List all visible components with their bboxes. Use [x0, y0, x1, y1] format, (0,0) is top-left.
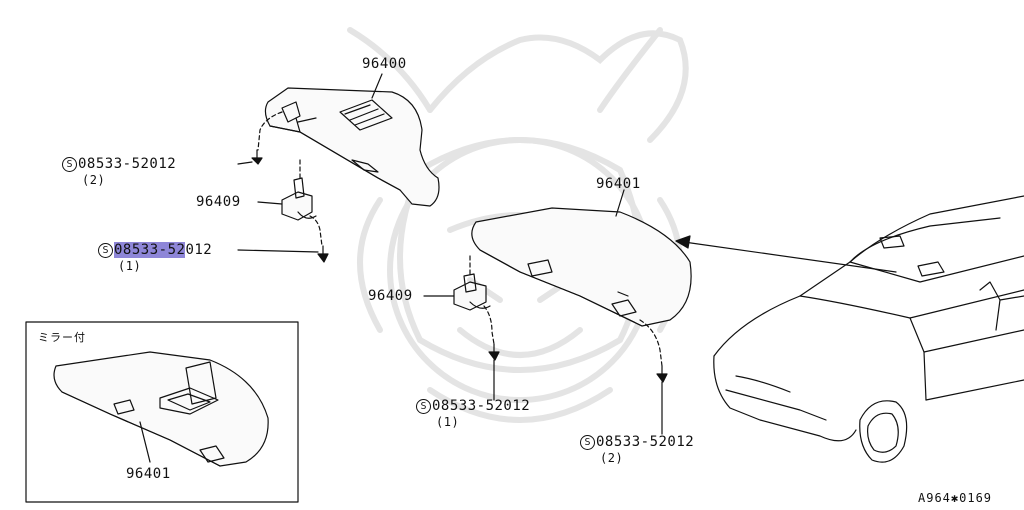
standard-part-s-icon: S — [98, 243, 113, 258]
reference-code: A964✱0169 — [918, 491, 993, 505]
sun-visor-upper — [264, 87, 440, 207]
standard-part-s-icon: S — [62, 157, 77, 172]
part-label-inset-96401: 96401 — [126, 466, 171, 482]
inset-title: ミラー付 — [38, 331, 86, 344]
leader-96400 — [371, 73, 383, 99]
location-arrow — [683, 241, 897, 273]
screw-qty-1: (2) — [82, 173, 106, 187]
location-arrowhead — [675, 235, 691, 249]
screw-3 — [488, 343, 500, 361]
dash-screw-1 — [257, 111, 283, 151]
leader-inset-96401 — [139, 421, 151, 463]
dash-screw-3 — [483, 305, 495, 345]
part-label-96409-right: 96409 — [368, 288, 413, 304]
screw-part-number-rest: 012 — [185, 242, 213, 258]
part-label-96400: 96400 — [362, 56, 407, 72]
screw-part-number: 08533-52012 — [596, 434, 695, 450]
leader-screw-2 — [237, 249, 319, 253]
screw-qty-4: (2) — [600, 451, 624, 465]
dash-screw-2 — [309, 215, 323, 247]
screw-4 — [656, 365, 668, 383]
sun-visor-with-mirror — [53, 351, 269, 467]
part-label-96401: 96401 — [596, 176, 641, 192]
standard-part-s-icon: S — [580, 435, 595, 450]
inset-frame — [25, 321, 299, 503]
leader-screw-1 — [237, 161, 253, 165]
screw-1 — [251, 149, 263, 165]
screw-qty-3: (1) — [436, 415, 460, 429]
dash-screw-4 — [639, 319, 663, 367]
sun-visor-right — [471, 207, 692, 327]
part-label-96409-left: 96409 — [196, 194, 241, 210]
visor-holder-right — [453, 255, 491, 311]
screw-qty-2: (1) — [118, 259, 142, 273]
leader-96401 — [615, 189, 625, 217]
visor-holder-left — [281, 159, 317, 221]
screw-2 — [317, 245, 329, 263]
car-illustration — [713, 195, 1024, 463]
screw-part-number: 08533-52012 — [78, 156, 177, 172]
screw-part-number-highlighted: 08533-52 — [114, 242, 186, 258]
leader-96409-left — [257, 201, 283, 205]
screw-part-number: 08533-52012 — [432, 398, 531, 414]
standard-part-s-icon: S — [416, 399, 431, 414]
